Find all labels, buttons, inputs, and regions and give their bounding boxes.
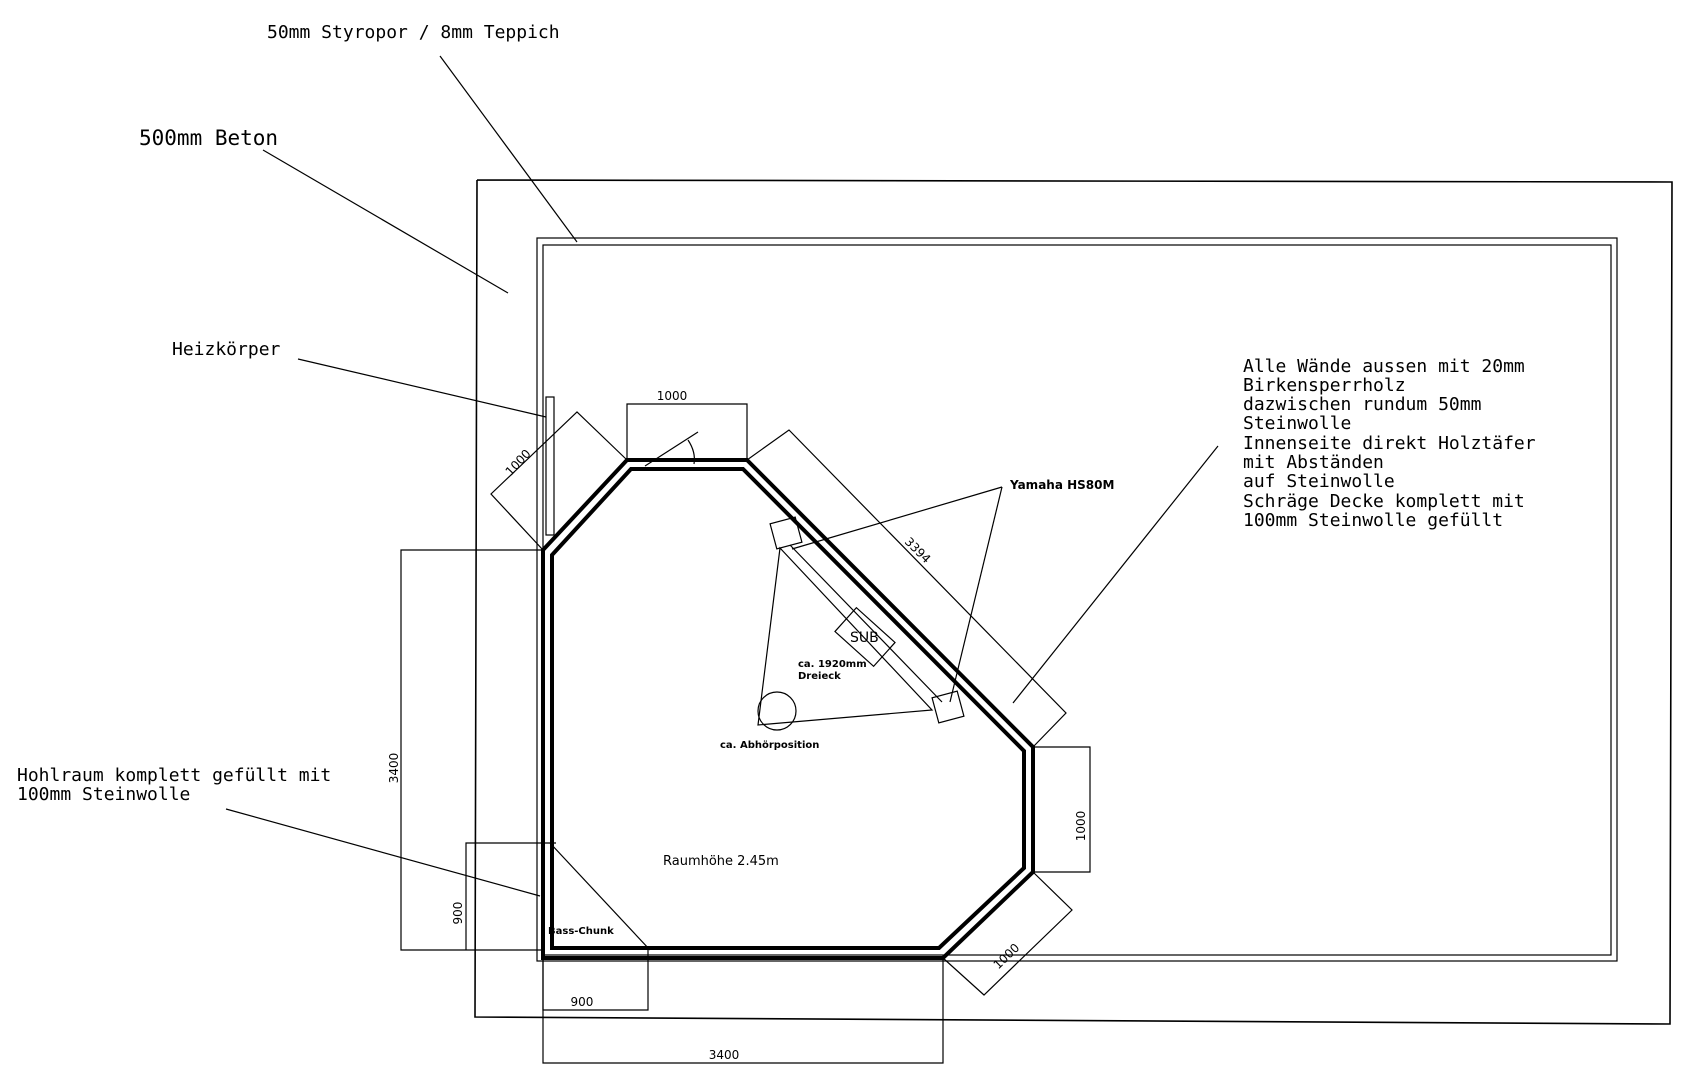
wall-note-line: Alle Wände aussen mit 20mm	[1243, 356, 1525, 377]
styropor-layer-inner	[542, 244, 1612, 956]
subwoofer	[834, 606, 896, 668]
wall-note-line: Schräge Decke komplett mit	[1243, 491, 1525, 512]
radiator	[545, 396, 555, 536]
triangle-label-2: Dreieck	[798, 671, 841, 682]
styropor-leader	[439, 55, 578, 243]
angle-mark	[644, 431, 699, 467]
angle-arc	[687, 439, 695, 465]
dim-right-box	[1033, 746, 1091, 873]
bass-chunk-diagonal	[549, 842, 651, 951]
listening-position-label: ca. Abhörposition	[720, 740, 819, 751]
dim-top-box	[626, 403, 748, 460]
dim-ul-box	[490, 411, 628, 551]
room-height-label: Raumhöhe 2.45m	[663, 854, 779, 869]
dim-top-label: 1000	[657, 389, 688, 403]
dim-bottom-label: 3400	[709, 1048, 740, 1062]
yamaha-label: Yamaha HS80M	[1009, 478, 1114, 492]
wall-note: Alle Wände aussen mit 20mm Birkensperrho…	[1243, 356, 1536, 531]
dim-lr-box	[942, 871, 1073, 996]
dim-right-label: 1000	[1074, 811, 1088, 842]
dim-bass-width-label: 900	[571, 995, 594, 1009]
dim-bottom-line	[542, 958, 944, 1064]
wall-note-line: Innenseite direkt Holztäfer	[1243, 433, 1536, 454]
room-wall-outer	[541, 458, 1035, 960]
speaker-left	[769, 516, 803, 550]
dim-long-box	[746, 429, 1067, 748]
wall-note-line: mit Abständen	[1243, 452, 1384, 473]
dim-left-label: 3400	[387, 753, 401, 784]
hohlraum-label-2: 100mm Steinwolle	[17, 784, 190, 805]
wall-note-line: dazwischen rundum 50mm	[1243, 394, 1481, 415]
dim-left-line	[400, 549, 543, 951]
wall-note-line: 100mm Steinwolle gefüllt	[1243, 510, 1503, 531]
hohlraum-label-1: Hohlraum komplett gefüllt mit	[17, 765, 331, 786]
room-wall-inner	[550, 467, 1026, 950]
beton-leader	[262, 149, 509, 294]
dim-bass-height-label: 900	[451, 902, 465, 925]
wall-note-leader	[1012, 445, 1219, 704]
heizkoerper-label: Heizkörper	[172, 339, 281, 360]
wall-note-line: Birkensperrholz	[1243, 375, 1406, 396]
subwoofer-label: SUB	[850, 630, 879, 646]
speaker-axis	[789, 544, 943, 703]
beton-label: 500mm Beton	[139, 126, 278, 150]
wall-note-line: Steinwolle	[1243, 413, 1351, 434]
hohlraum-leader	[225, 808, 541, 897]
styropor-layer-outer	[536, 237, 1618, 962]
wall-note-line: auf Steinwolle	[1243, 471, 1395, 492]
listening-triangle	[757, 546, 934, 726]
speaker-right	[931, 690, 965, 724]
heizkoerper-leader	[297, 358, 547, 418]
triangle-label-1: ca. 1920mm	[798, 659, 867, 670]
dim-lr-label: 1000	[991, 941, 1023, 972]
yamaha-leader-2	[949, 486, 1003, 703]
concrete-outline	[474, 179, 1673, 1025]
bass-chunk-label: Bass-Chunk	[548, 926, 614, 937]
yamaha-leader-1	[791, 486, 1003, 550]
listening-position	[757, 691, 797, 731]
styropor-label: 50mm Styropor / 8mm Teppich	[267, 22, 560, 43]
dim-ul-label: 1000	[503, 447, 534, 479]
bass-chunk-box	[465, 842, 556, 950]
